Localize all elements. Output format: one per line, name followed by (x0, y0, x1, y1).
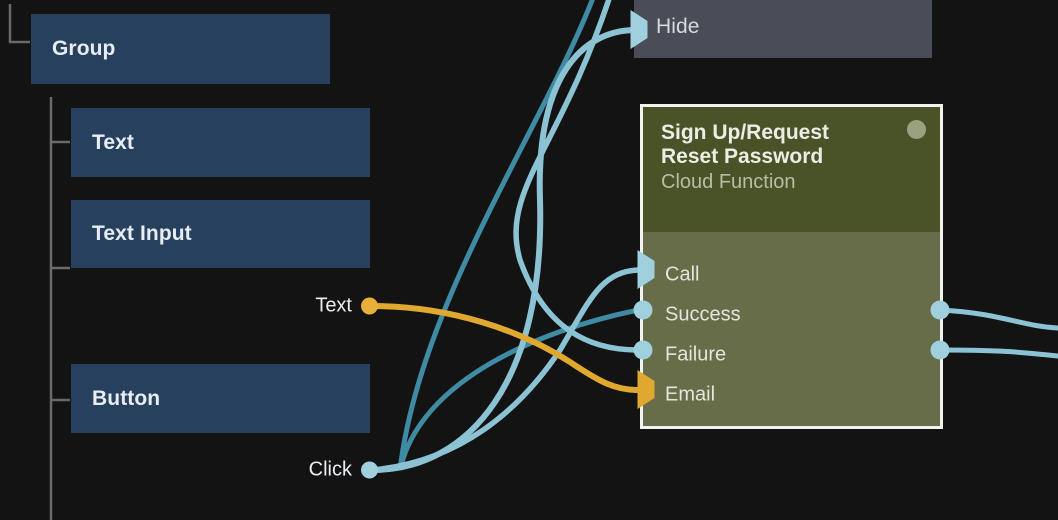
wire-offscreen-to-success (397, 0, 641, 471)
port-text-output[interactable]: Text (315, 294, 378, 318)
node-group[interactable]: Group (31, 14, 330, 84)
wire-offscreen-to-failure (513, 0, 641, 353)
wire-click-to-hide (369, 27, 639, 473)
node-cloud-function-title: Sign Up/Request Reset Password (661, 121, 830, 168)
node-button[interactable]: Button Click (71, 364, 378, 503)
port-click-output[interactable]: Click (308, 458, 378, 482)
port-success-label: Success (665, 303, 741, 326)
wire-text-to-email (369, 303, 641, 393)
port-failure-label: Failure (665, 343, 727, 366)
wire-failure-to-offscreen (937, 347, 1058, 359)
node-cloud-function[interactable]: Sign Up/Request Reset Password Cloud Fun… (640, 104, 943, 429)
wire-click-to-call (369, 267, 641, 473)
node-cloud-function-header: Sign Up/Request Reset Password Cloud Fun… (643, 107, 940, 232)
port-failure-input-dot-icon[interactable] (633, 340, 653, 360)
port-text-output-label: Text (315, 294, 352, 317)
node-text-title: Text (71, 108, 370, 177)
node-hide-title: Hide (656, 15, 700, 38)
port-call-input-arrow-icon[interactable] (637, 250, 655, 289)
port-click-output-label: Click (308, 458, 352, 481)
port-dot-icon[interactable] (361, 461, 378, 479)
node-cloud-function-body: Call Success Failure Email (643, 232, 940, 428)
node-button-title: Button (71, 364, 370, 433)
node-group-title: Group (31, 14, 330, 84)
port-success-output-dot-icon[interactable] (930, 300, 950, 320)
port-success-input-dot-icon[interactable] (633, 300, 653, 320)
node-text-input-body: Text (71, 268, 378, 340)
status-dot-icon (907, 120, 926, 139)
node-hide[interactable]: Hide (634, 0, 932, 58)
node-text[interactable]: Text (71, 108, 370, 177)
port-email-label: Email (665, 383, 716, 406)
node-text-input[interactable]: Text Input Text (71, 200, 378, 340)
node-button-body: Click (71, 433, 378, 503)
port-dot-icon[interactable] (361, 297, 378, 315)
port-failure-output-dot-icon[interactable] (930, 340, 950, 360)
wire-success-to-offscreen (937, 307, 1058, 331)
port-call-label: Call (665, 263, 700, 286)
port-email-input-arrow-icon[interactable] (637, 370, 655, 409)
node-cloud-function-subtitle: Cloud Function (661, 171, 796, 194)
port-hide-input-arrow-icon[interactable] (630, 10, 648, 49)
node-text-input-title: Text Input (71, 200, 370, 268)
